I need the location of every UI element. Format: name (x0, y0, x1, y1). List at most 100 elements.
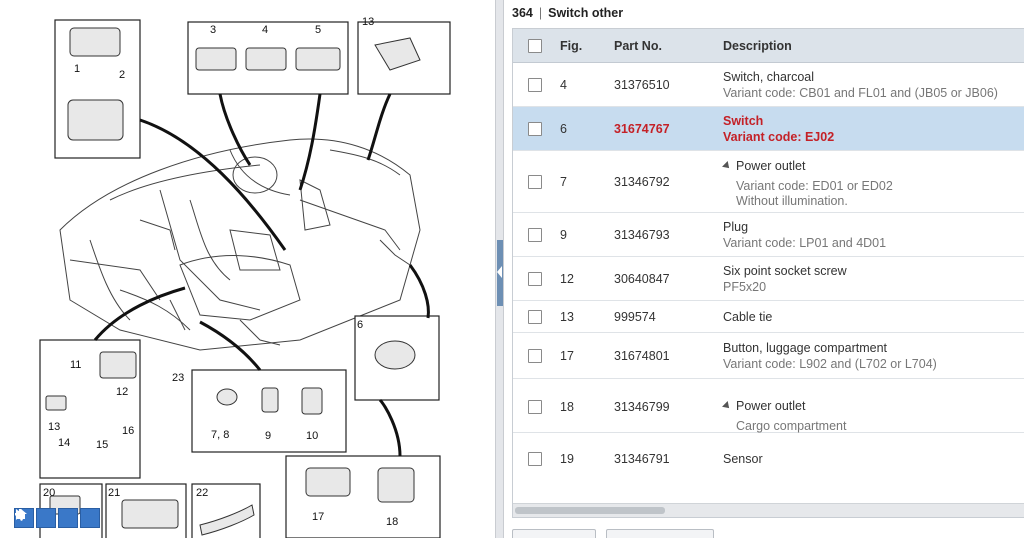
row-description-text: Power outlet (736, 399, 806, 413)
row-part-number: 31346791 (614, 452, 670, 466)
section-number: 364 (512, 6, 533, 20)
column-header-description[interactable]: Description (723, 39, 792, 53)
fig-label: 9 (265, 430, 271, 442)
table-row[interactable]: 4 31376510 Switch, charcoal Variant code… (513, 63, 1024, 107)
row-variant: Variant code: LP01 and 4D01 (723, 236, 887, 250)
fig-label: 11 (70, 359, 81, 371)
row-checkbox[interactable] (528, 78, 542, 92)
pane-splitter[interactable] (495, 0, 504, 538)
row-checkbox[interactable] (528, 122, 542, 136)
fig-label: 16 (122, 425, 134, 437)
section-title: Switch other (548, 6, 624, 20)
action-button[interactable] (606, 529, 714, 538)
row-description: Power outlet (722, 159, 806, 173)
fig-label: 12 (116, 386, 128, 398)
fig-label: 5 (315, 24, 321, 36)
row-part-number: 31376510 (614, 78, 670, 92)
row-checkbox[interactable] (528, 400, 542, 414)
table-row[interactable]: 19 31346791 Sensor (513, 433, 1024, 469)
row-description: Sensor (723, 452, 763, 466)
row-part-number: 31674801 (614, 349, 670, 363)
row-checkbox[interactable] (528, 175, 542, 189)
section-header: 364 | Switch other (512, 6, 623, 20)
row-fig: 12 (560, 272, 574, 286)
part-sketches (45, 27, 421, 536)
row-description: Switch (723, 114, 764, 128)
select-all-checkbox[interactable] (528, 39, 542, 53)
row-variant: PF5x20 (723, 280, 767, 294)
row-fig: 7 (560, 175, 567, 189)
row-part-number: 999574 (614, 310, 656, 324)
fig-label: 22 (196, 487, 208, 499)
expand-triangle-icon[interactable] (722, 401, 732, 411)
row-description: Power outlet (722, 399, 806, 413)
row-fig: 19 (560, 452, 574, 466)
row-variant: Cargo compartment (736, 419, 847, 433)
zoom-in-icon[interactable] (15, 508, 56, 528)
row-part-number: 30640847 (614, 272, 670, 286)
row-checkbox[interactable] (528, 228, 542, 242)
table-row[interactable]: 13 999574 Cable tie (513, 301, 1024, 333)
row-variant: Variant code: CB01 and FL01 and (JB05 or… (723, 86, 998, 100)
row-variant: Variant code: EJ02 (723, 130, 835, 144)
fig-label: 20 (43, 487, 55, 499)
row-fig: 18 (560, 400, 574, 414)
row-description: Cable tie (723, 310, 773, 324)
row-fig: 4 (560, 78, 567, 92)
row-description: Plug (723, 220, 749, 234)
callout-arrows (93, 93, 430, 457)
expand-triangle-icon[interactable] (722, 161, 732, 171)
collapse-arrow-icon[interactable] (497, 266, 502, 278)
row-description: Six point socket screw (723, 264, 847, 278)
title-separator: | (538, 6, 543, 20)
row-fig: 13 (560, 310, 574, 324)
column-header-part-no[interactable]: Part No. (614, 39, 662, 53)
row-checkbox[interactable] (528, 349, 542, 363)
table-row[interactable]: 17 31674801 Button, luggage compartment … (513, 333, 1024, 379)
fig-label: 4 (262, 24, 268, 36)
row-description: Button, luggage compartment (723, 341, 887, 355)
parts-diagram[interactable]: 1 2 3 4 5 13 6 11 12 13 14 15 16 23 7, 8… (0, 0, 495, 538)
column-header-fig[interactable]: Fig. (560, 39, 583, 53)
row-note: Without illumination. (736, 194, 848, 208)
fig-label: 1 (74, 63, 80, 75)
fig-label: 14 (58, 437, 70, 449)
zoom-out-icon[interactable] (15, 508, 78, 528)
parts-table: Fig. Part No. Description 4 31376510 Swi… (512, 28, 1024, 518)
table-row[interactable]: 9 31346793 Plug Variant code: LP01 and 4… (513, 213, 1024, 257)
fig-label: 17 (312, 511, 324, 523)
fig-label: 3 (210, 24, 216, 36)
scrollbar-thumb[interactable] (515, 507, 665, 514)
row-checkbox[interactable] (528, 272, 542, 286)
fig-label: 10 (306, 430, 318, 442)
row-fig: 6 (560, 122, 567, 136)
table-row[interactable]: 18 31346799 Power outlet Cargo compartme… (513, 379, 1024, 433)
row-checkbox[interactable] (528, 310, 542, 324)
row-fig: 9 (560, 228, 567, 242)
diagram-canvas: 1 2 3 4 5 13 6 11 12 13 14 15 16 23 7, 8… (39, 16, 451, 538)
horizontal-scrollbar[interactable] (513, 503, 1024, 517)
row-part-number: 31346792 (614, 175, 670, 189)
row-fig: 17 (560, 349, 574, 363)
row-variant: Variant code: ED01 or ED02 (736, 179, 893, 193)
fig-label: 13 (48, 421, 60, 433)
fig-label: 15 (96, 439, 108, 451)
fig-label: 23 (172, 372, 184, 384)
row-checkbox[interactable] (528, 452, 542, 466)
action-button[interactable] (512, 529, 596, 538)
row-description-text: Power outlet (736, 159, 806, 173)
row-description: Switch, charcoal (723, 70, 815, 84)
table-header: Fig. Part No. Description (513, 29, 1024, 63)
table-row[interactable]: 7 31346792 Power outlet Variant code: ED… (513, 151, 1024, 213)
table-row[interactable]: 12 30640847 Six point socket screw PF5x2… (513, 257, 1024, 301)
fig-label: 13 (362, 16, 374, 28)
row-part-number: 31346799 (614, 400, 670, 414)
figure-labels: 1 2 3 4 5 13 6 11 12 13 14 15 16 23 7, 8… (43, 16, 398, 528)
row-variant: Variant code: L902 and (L702 or L704) (723, 357, 937, 371)
table-row-selected[interactable]: 6 31674767 Switch Variant code: EJ02 (513, 107, 1024, 151)
fig-label: 6 (357, 319, 363, 331)
fig-label: 18 (386, 516, 398, 528)
home-icon[interactable] (15, 508, 100, 528)
diagram-toolbar (14, 508, 100, 528)
row-part-number: 31346793 (614, 228, 670, 242)
